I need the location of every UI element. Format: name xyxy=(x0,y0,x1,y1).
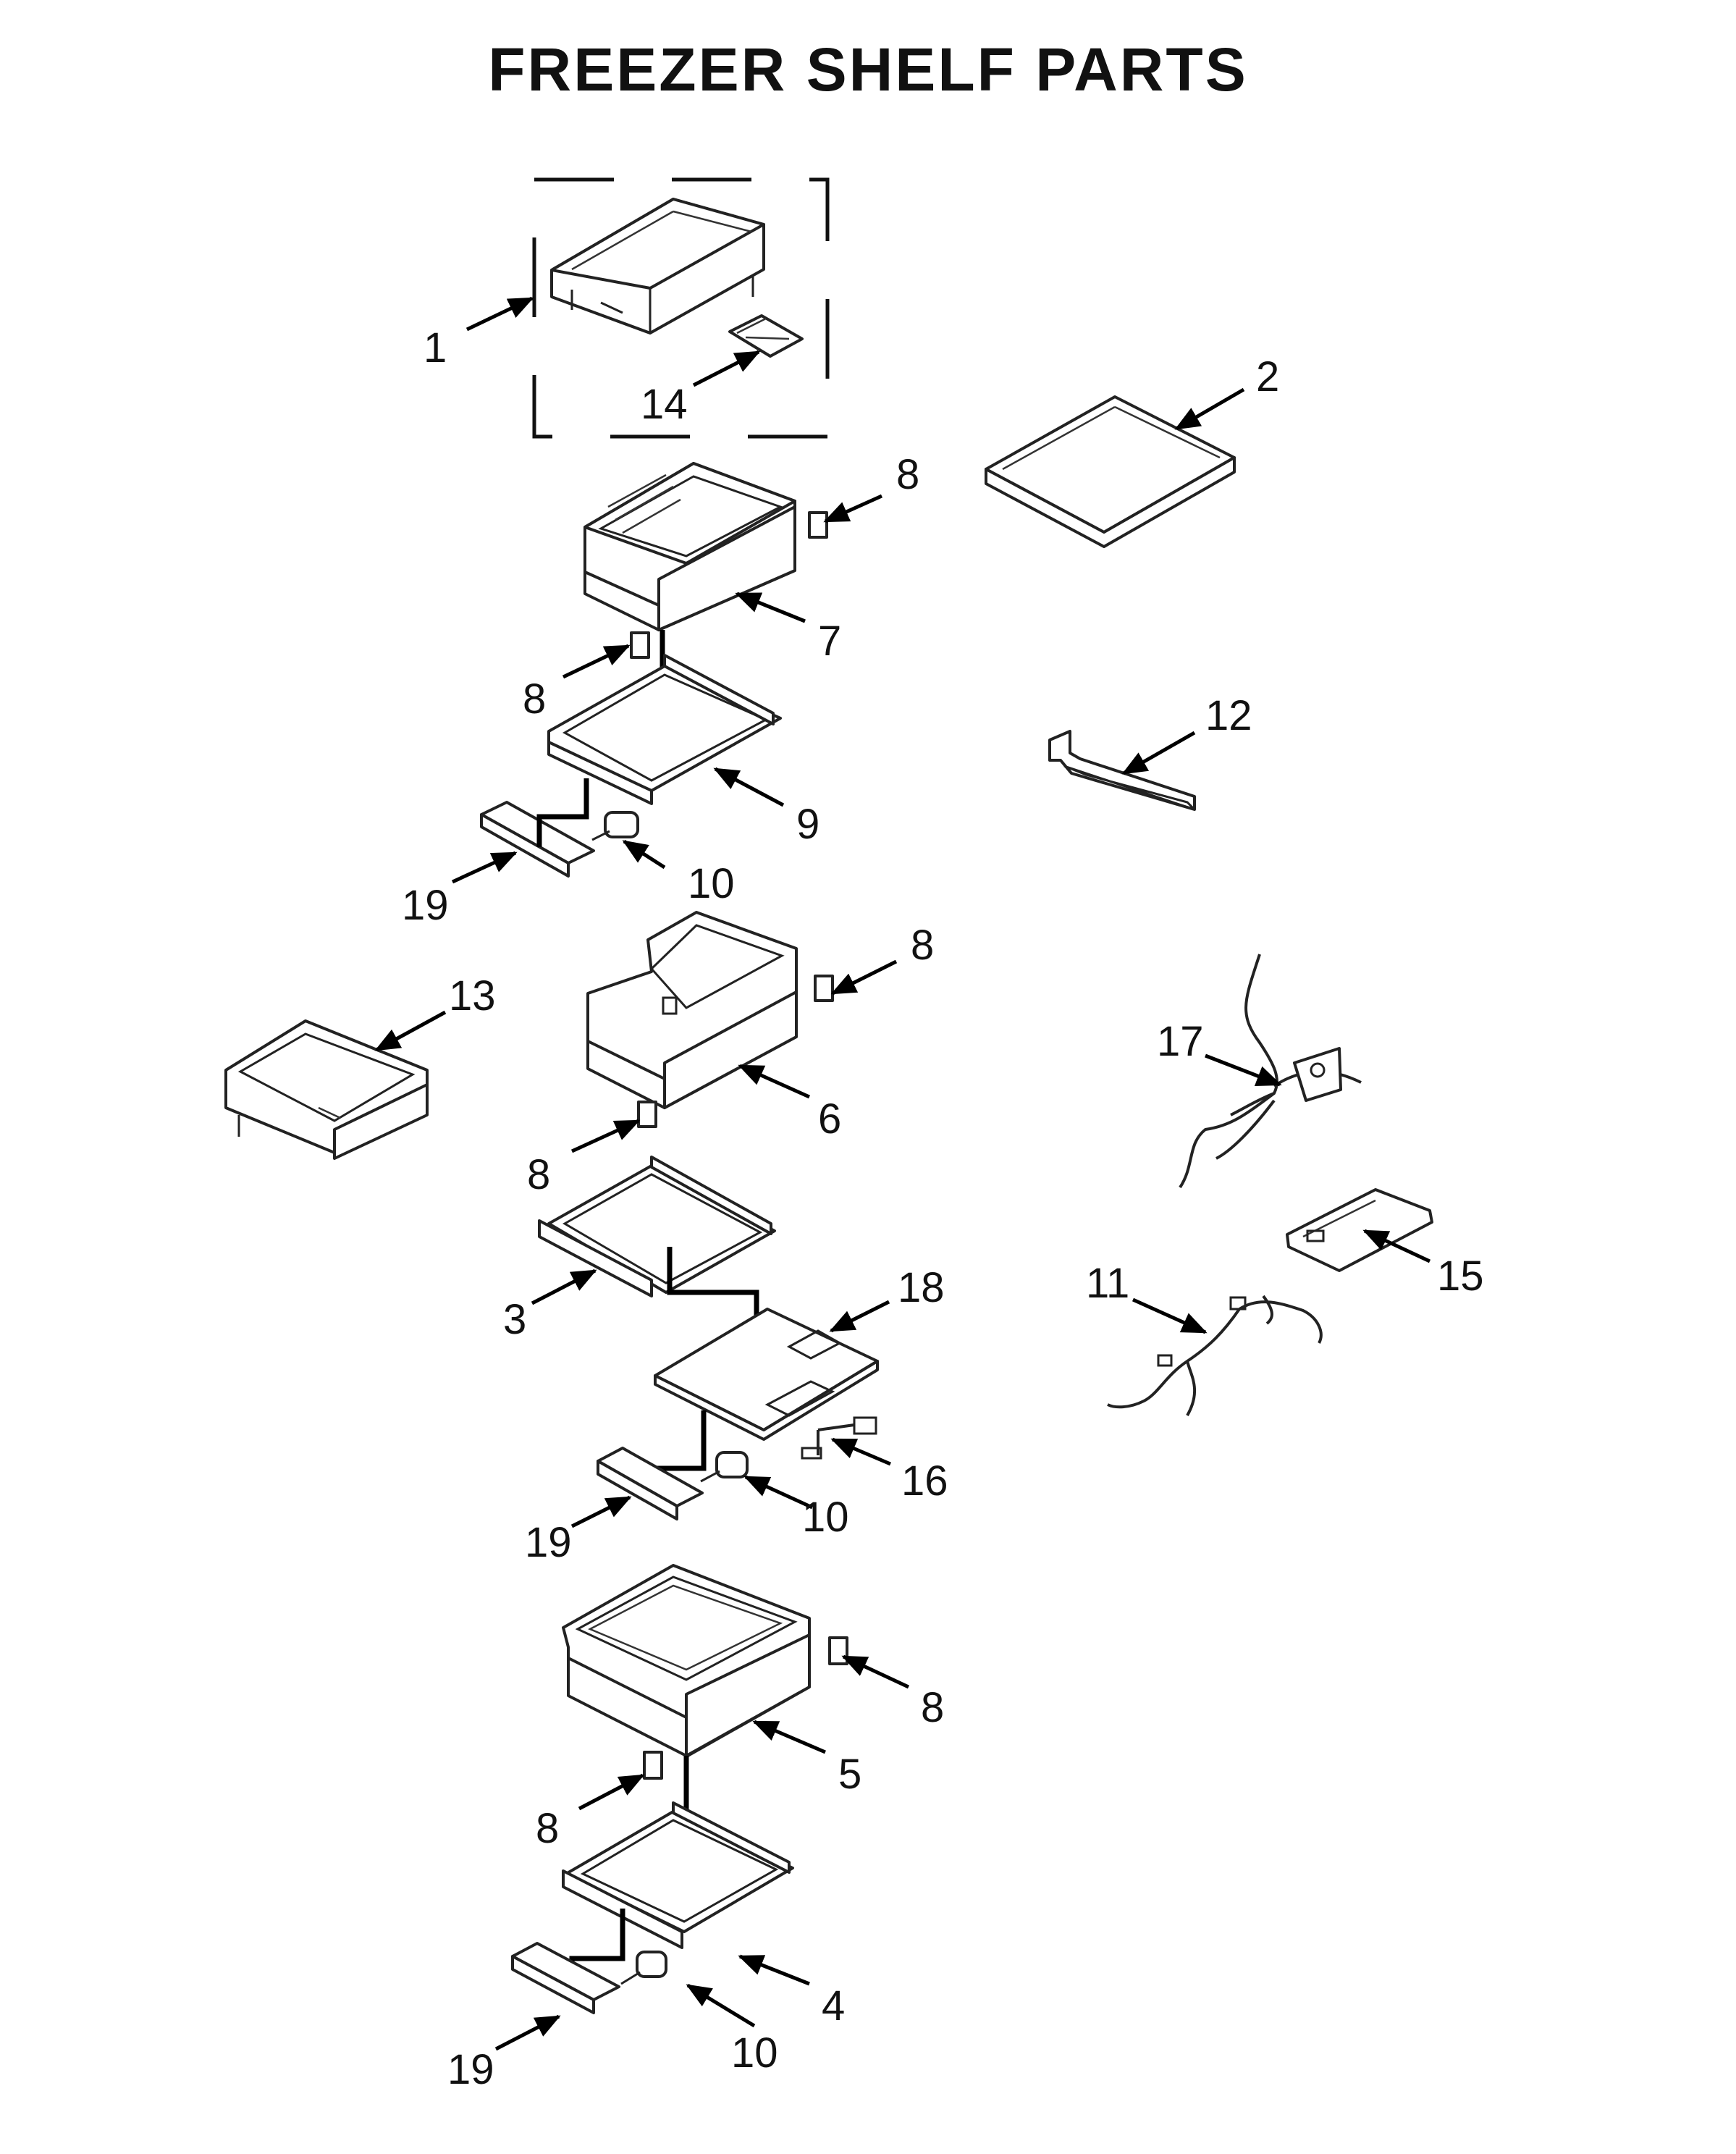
slide-bracket-part-19c xyxy=(511,1942,620,2014)
callout-8-a: 8 xyxy=(896,451,919,498)
callout-8-c: 8 xyxy=(911,922,934,969)
callout-14: 14 xyxy=(641,381,688,428)
callout-16: 16 xyxy=(901,1457,948,1505)
callout-4: 4 xyxy=(822,1982,845,2029)
callout-18: 18 xyxy=(898,1264,945,1311)
callout-8-d: 8 xyxy=(527,1151,550,1198)
callout-10-b: 10 xyxy=(802,1494,849,1541)
connector-line xyxy=(536,778,589,847)
drawer-part-7 xyxy=(583,462,796,631)
drawer-clip-part-8b xyxy=(630,631,650,659)
callout-7: 7 xyxy=(818,618,841,665)
drawer-clip-part-8e xyxy=(828,1636,848,1665)
callout-5: 5 xyxy=(838,1751,861,1798)
callout-6: 6 xyxy=(818,1095,841,1143)
drawer-clip-part-8d xyxy=(637,1101,657,1128)
glass-shelf-part-1 xyxy=(550,198,765,335)
callout-2: 2 xyxy=(1256,353,1279,400)
light-module-part-15 xyxy=(1286,1188,1433,1272)
slide-bracket-part-19b xyxy=(597,1447,704,1520)
callout-19-a: 19 xyxy=(402,882,449,929)
storage-bin-part-13 xyxy=(224,1019,429,1160)
shelf-trim-part-14 xyxy=(728,314,804,358)
shelf-assembly-group-box xyxy=(532,177,830,439)
callout-8-f: 8 xyxy=(536,1805,559,1852)
callout-12: 12 xyxy=(1205,692,1252,739)
wire-harness-part-17 xyxy=(1179,954,1362,1189)
drawer-clip-part-8c xyxy=(814,975,834,1002)
callout-13: 13 xyxy=(449,972,496,1019)
callout-15: 15 xyxy=(1437,1253,1484,1300)
callout-1: 1 xyxy=(424,324,447,371)
sensor-part-16 xyxy=(801,1416,877,1460)
callout-19-c: 19 xyxy=(447,2046,494,2093)
control-panel-part-18 xyxy=(654,1308,879,1441)
wire-part-11 xyxy=(1107,1295,1323,1416)
drawer-slides-part-3 xyxy=(538,1156,776,1297)
callout-11: 11 xyxy=(1086,1260,1129,1307)
callout-19-b: 19 xyxy=(525,1519,572,1566)
drawer-clip-part-8a xyxy=(808,511,828,539)
drawer-part-6 xyxy=(586,911,798,1109)
glass-shelf-part-2 xyxy=(985,395,1236,548)
knob-part-10a xyxy=(591,811,639,841)
page-title: FREEZER SHELF PARTS xyxy=(488,35,1248,104)
callout-3: 3 xyxy=(503,1296,526,1343)
callout-10-a: 10 xyxy=(688,860,735,907)
callout-8-e: 8 xyxy=(921,1684,944,1731)
knob-part-10b xyxy=(700,1451,749,1483)
leader-lines xyxy=(374,296,1431,2051)
knob-part-10c xyxy=(620,1951,667,1985)
callout-9: 9 xyxy=(796,801,819,848)
callout-10-c: 10 xyxy=(731,2029,778,2077)
callout-8-b: 8 xyxy=(523,676,546,723)
callout-17: 17 xyxy=(1157,1018,1204,1065)
drawer-slides-part-4 xyxy=(562,1801,794,1949)
drawer-clip-part-8f xyxy=(643,1751,663,1780)
drawer-frame-part-9 xyxy=(547,654,782,805)
shelf-bracket-part-12 xyxy=(1048,730,1196,811)
drawer-part-5 xyxy=(562,1564,811,1757)
